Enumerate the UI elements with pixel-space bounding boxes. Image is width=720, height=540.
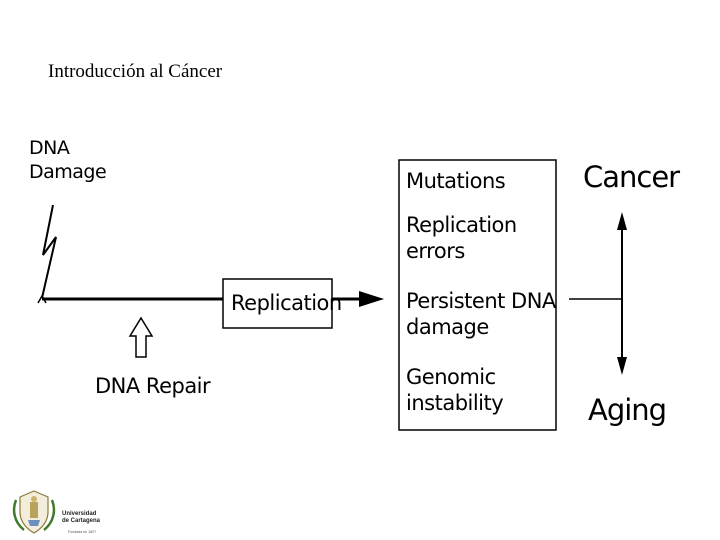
timeline-arrowhead	[359, 291, 384, 307]
repair-arrow-icon	[128, 316, 154, 358]
university-tagline: Fundada en 1827	[68, 530, 97, 534]
outcome-genomic-instability-line2: instability	[406, 391, 504, 416]
replication-label: Replication	[231, 291, 342, 315]
outcome-replication-errors: Replication errors	[406, 212, 517, 265]
university-name: Universidad de Cartagena	[62, 511, 100, 525]
dna-damage-label: DNA Damage	[29, 137, 107, 185]
outcome-genomic-instability-line1: Genomic	[406, 365, 496, 389]
outcomes-box	[398, 159, 557, 431]
outcome-persistent-damage: Persistent DNA damage	[406, 288, 556, 341]
dna-repair-label: DNA Repair	[95, 374, 211, 398]
outcome-genomic-instability: Genomic instability	[406, 364, 504, 417]
outcome-persistent-damage-line1: Persistent DNA	[406, 289, 556, 313]
dna-damage-label-line1: DNA	[29, 137, 70, 159]
university-crest-icon	[12, 490, 56, 534]
damage-site-mark	[37, 294, 47, 304]
outcome-persistent-damage-line2: damage	[406, 315, 489, 340]
up-arrowhead	[617, 212, 627, 230]
outcome-replication-errors-line2: errors	[406, 239, 465, 264]
dna-damage-label-line2: Damage	[29, 160, 107, 183]
down-arrowhead	[617, 357, 627, 375]
outcome-mutations: Mutations	[406, 169, 506, 193]
cancer-label: Cancer	[583, 160, 680, 194]
replication-box	[222, 278, 333, 329]
university-name-line1: Universidad	[62, 511, 97, 517]
outcome-replication-errors-line1: Replication	[406, 213, 517, 237]
aging-label: Aging	[588, 393, 667, 427]
university-name-line2: de Cartagena	[62, 518, 101, 524]
slide-title: Introducción al Cáncer	[48, 61, 223, 82]
lightning-bolt-icon	[41, 204, 57, 299]
